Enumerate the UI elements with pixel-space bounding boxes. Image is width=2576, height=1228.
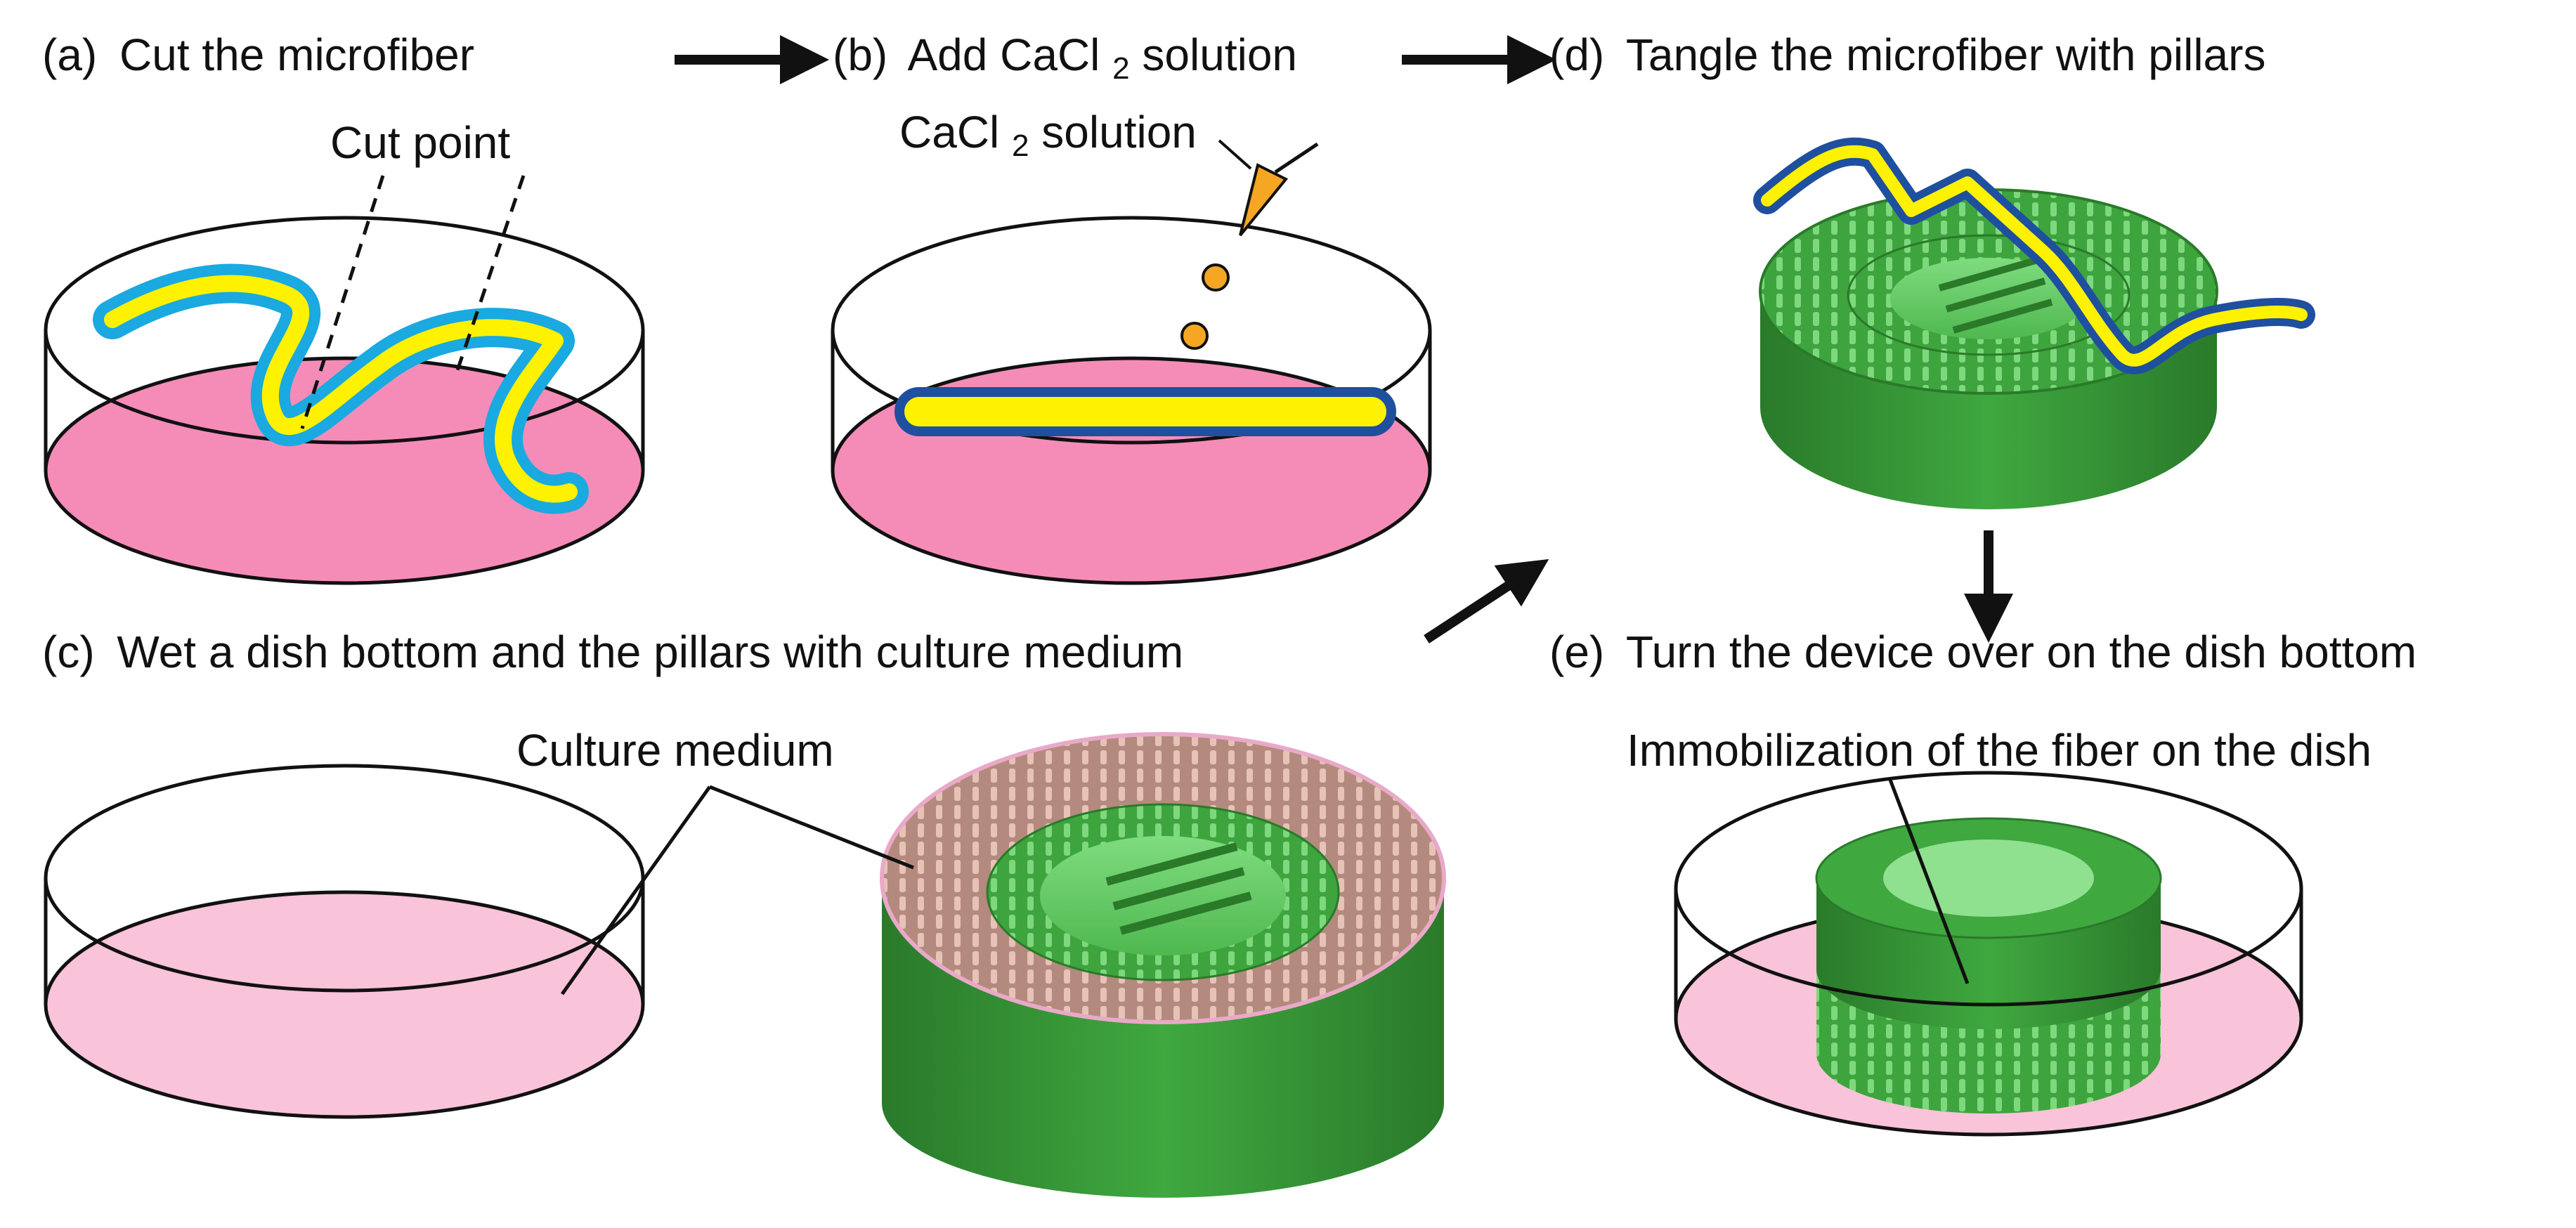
microfiber-d: [1753, 137, 2315, 374]
cut-line-2: [455, 175, 526, 373]
step-d-letter: (d): [1549, 30, 1604, 80]
step-e-title: (e) Turn the device over on the dish bot…: [1549, 627, 2416, 677]
step-b-letter: (b): [833, 30, 887, 80]
dish-b: CaCl 2 solution: [831, 107, 1432, 585]
step-b-subscript: 2: [1112, 51, 1129, 86]
step-d-title: (d) Tangle the microfiber with pillars: [1549, 30, 2265, 80]
dish-c-medium: [44, 890, 645, 1119]
device-d: [1753, 137, 2315, 509]
culture-medium-leader-device: [709, 785, 914, 870]
cut-line-1: [300, 175, 385, 429]
cut-point-label: Cut point: [330, 117, 510, 168]
dish-e: Immobilization of the fiber on the dish: [1627, 725, 2372, 1137]
step-c-title: (c) Wet a dish bottom and the pillars wi…: [42, 627, 1183, 677]
microfiber-b: [895, 387, 1396, 436]
step-b-text-after: solution: [1142, 30, 1297, 80]
step-a-title: (a) Cut the microfiber: [42, 30, 474, 80]
arrow-c-to-d: [1424, 559, 1549, 644]
immobilization-leader: [1888, 779, 1970, 984]
device-c-bars: [1105, 842, 1252, 935]
step-b-title: (b) Add CaCl 2 solution: [833, 30, 1297, 89]
step-a-text: Cut the microfiber: [119, 30, 474, 80]
droplet-2: [1180, 322, 1209, 350]
step-d-text: Tangle the microfiber with pillars: [1626, 30, 2266, 80]
dish-a: Cut point: [44, 117, 645, 585]
cacl2-leader: [1218, 139, 1252, 170]
culture-medium-label: Culture medium: [516, 725, 834, 776]
step-c-text: Wet a dish bottom and the pillars with c…: [117, 627, 1183, 677]
step-a-letter: (a): [42, 30, 97, 80]
droplet-1: [1202, 263, 1230, 292]
cacl2-label-after: solution: [1041, 107, 1197, 157]
step-e-letter: (e): [1549, 627, 1604, 677]
dish-c: [44, 764, 645, 1119]
microfiber-a: [93, 263, 589, 514]
pipette-icon: [1239, 142, 1319, 237]
cacl2-solution-label: CaCl 2 solution: [899, 107, 1197, 166]
step-e-text: Turn the device over on the dish bottom: [1626, 627, 2416, 677]
device-c-wet: [880, 732, 1446, 1198]
cacl2-label-before: CaCl: [899, 107, 999, 157]
step-c-letter: (c): [42, 627, 95, 677]
device-d-bars: [1938, 256, 2053, 334]
cacl2-label-sub: 2: [1012, 129, 1029, 163]
culture-medium-leader-dish: [560, 785, 712, 995]
immobilization-label: Immobilization of the fiber on the dish: [1627, 725, 2372, 776]
device-e-hole: [1883, 840, 2094, 917]
step-b-text-before: Add CaCl: [907, 30, 1100, 80]
